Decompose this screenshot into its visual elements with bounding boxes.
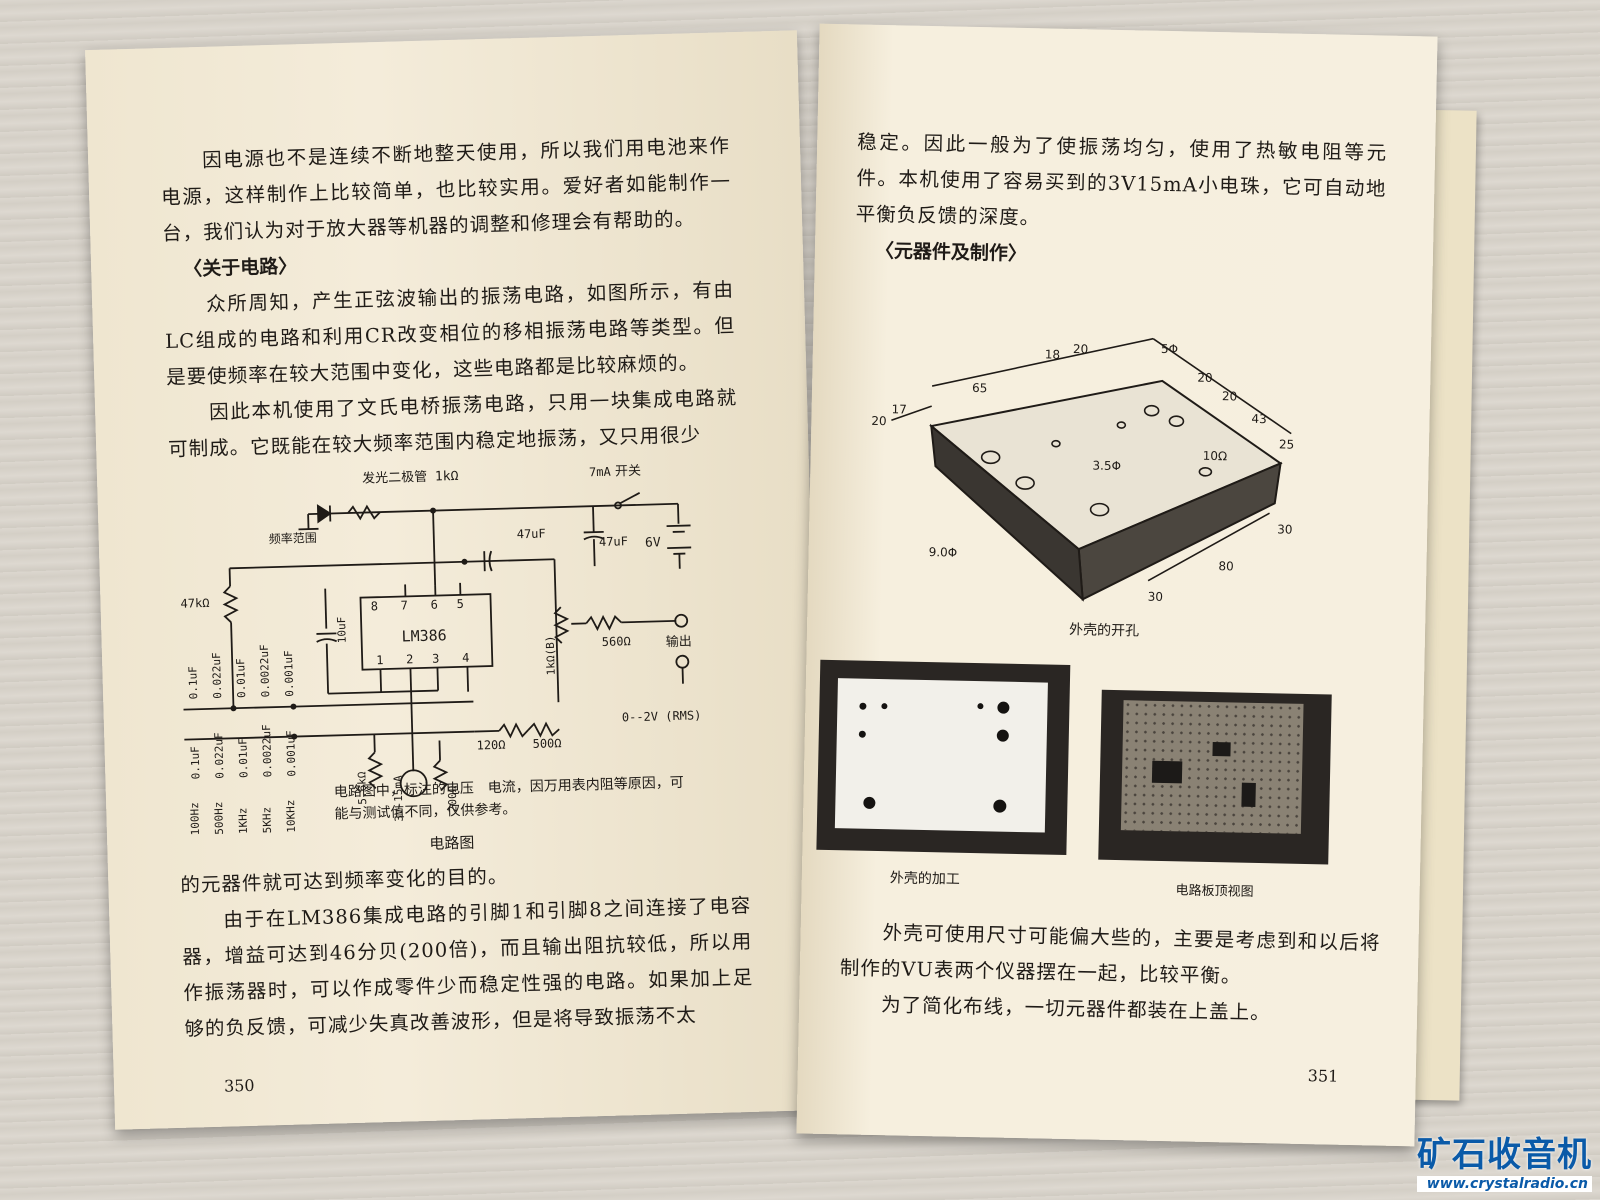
- pin-label: 7: [400, 598, 408, 612]
- paragraph: 众所周知，产生正弦波输出的振荡电路，如图所示，有由LC组成的电路和利用CR改变相…: [164, 278, 736, 390]
- dim-label: 80: [1218, 559, 1234, 573]
- pin-label: 1: [376, 653, 384, 667]
- bulb-label: 3V-15mA: [391, 775, 405, 822]
- r56-label: 5.6kΩ: [355, 771, 369, 805]
- paragraph: 外壳可使用尺寸可能偏大些的，主要是考虑到和以后将制作的VU表两个仪器摆在一起，比…: [839, 921, 1381, 988]
- dim-label: 10Ω: [1203, 449, 1228, 464]
- circuit-diagram: 发光二极管 1kΩ 7mA 开关 频率范围 47uF 47uF 6V 47kΩ …: [180, 464, 702, 836]
- dim-label: 25: [1279, 437, 1295, 451]
- dim-label: 43: [1251, 412, 1267, 426]
- cap-value-label: 0.1uF: [186, 666, 200, 699]
- pin-label: 4: [462, 651, 470, 665]
- right-page: 稳定。因此一般为了使振荡均匀，使用了热敏电阻等元件。本机使用了容易买到的3V15…: [796, 23, 1438, 1147]
- left-text-top: 因电源也不是连续不断地整天使用，所以我们用电池来作电源，这样制作上比较简单，也比…: [160, 128, 739, 468]
- pin-label: 3: [432, 651, 440, 665]
- watermark-brand: 矿石收音机: [1417, 1135, 1592, 1175]
- cap-value-label: 0.022uF: [210, 652, 224, 699]
- current-label: 7mA: [589, 465, 612, 480]
- drilled-panel: [834, 678, 1048, 833]
- page-number: 351: [1307, 1066, 1339, 1086]
- watermark-url: www.crystalradio.cn: [1417, 1176, 1592, 1192]
- circuit-caption: 电路图: [429, 833, 475, 853]
- r500-label: 500Ω: [532, 736, 561, 751]
- dim-label: 20: [871, 414, 887, 428]
- pin-label: 5: [456, 597, 464, 611]
- pin-label: 8: [371, 599, 379, 613]
- dim-label: 9.0Φ: [929, 545, 958, 560]
- cap-value-label: 0.01uF: [234, 658, 248, 698]
- voltage-label: 0--2V (RMS): [622, 708, 702, 724]
- freq-label: 10KHz: [284, 799, 298, 832]
- pin-label: 6: [430, 598, 438, 612]
- dim-label: 20: [1197, 371, 1213, 385]
- pot-label: 1kΩ(B): [544, 635, 558, 675]
- board-photo: [1098, 689, 1332, 865]
- cap-value-label: 0.0022uF: [258, 644, 272, 697]
- paragraph: 由于在LM386集成电路的引脚1和引脚8之间连接了电容器，增益可达到46分贝(2…: [182, 893, 754, 1041]
- right-text-bottom: 外壳可使用尺寸可能偏大些的，主要是考虑到和以后将制作的VU表两个仪器摆在一起，比…: [839, 914, 1381, 1033]
- dim-label: 18: [1045, 347, 1061, 361]
- left-text-bottom: 的元器件就可达到频率变化的目的。 由于在LM386集成电路的引脚1和引脚8之间连…: [180, 852, 755, 1048]
- r120-label: 120Ω: [476, 738, 505, 753]
- dim-label: 17: [891, 402, 907, 416]
- dim-label: 5Φ: [1161, 342, 1178, 356]
- paragraph: 稳定。因此一般为了使振荡均匀，使用了热敏电阻等元件。本机使用了容易买到的3V15…: [855, 130, 1388, 230]
- shell-caption: 外壳的开孔: [1068, 622, 1140, 640]
- cap10-label: 10uF: [335, 617, 349, 644]
- dim-label: 20: [1222, 389, 1238, 403]
- freq-label: 100Hz: [188, 802, 202, 835]
- freq-label: 1KHz: [236, 807, 250, 834]
- freq-label: 500Hz: [212, 801, 226, 834]
- shell-photo: [816, 659, 1071, 855]
- photo2-caption: 电路板顶视图: [1175, 883, 1254, 900]
- battery-label: 6V: [645, 535, 661, 550]
- dim-label: 3.5Φ: [1092, 458, 1121, 473]
- dim-label: 30: [1148, 590, 1164, 604]
- right-text-top: 稳定。因此一般为了使振荡均匀，使用了热敏电阻等元件。本机使用了容易买到的3V15…: [855, 124, 1388, 279]
- shell-drilling-diagram: 17 20 65 18 20 5Φ 20 20 43 25 10Ω 3.5Φ 3…: [871, 337, 1295, 604]
- cap-value-label: 0.01uF: [236, 738, 250, 778]
- cap-value-label: 0.022uF: [212, 732, 226, 779]
- watermark: 矿石收音机 www.crystalradio.cn: [1417, 1127, 1592, 1192]
- cap-value-label: 0.0022uF: [260, 724, 274, 777]
- switch-label: 开关: [615, 464, 641, 480]
- circuit-board: [1120, 700, 1304, 834]
- cap-value-labels: 0.1uF 0.022uF 0.01uF 0.0022uF 0.001uF 0.…: [186, 644, 298, 779]
- led-label: 发光二极管 1kΩ: [362, 468, 459, 487]
- page-number: 350: [223, 1075, 255, 1096]
- left-page: 因电源也不是连续不断地整天使用，所以我们用电池来作电源，这样制作上比较简单，也比…: [85, 30, 827, 1130]
- photo1-caption: 外壳的加工: [889, 870, 960, 888]
- pin-label: 2: [406, 652, 414, 666]
- frequency-labels: 100Hz 500Hz 1KHz 5KHz 10KHz: [188, 799, 298, 835]
- cap2-label: 47uF: [599, 534, 628, 549]
- r560-label: 560Ω: [602, 634, 631, 649]
- r200-label: 200Ω: [446, 785, 460, 812]
- cap-value-label: 0.001uF: [284, 730, 298, 777]
- range-label: 频率范围: [269, 530, 317, 546]
- dim-label: 65: [972, 381, 988, 395]
- dim-label: 20: [1073, 342, 1089, 356]
- output-label: 输出: [666, 633, 692, 650]
- freq-label: 5KHz: [260, 807, 274, 834]
- cap-value-label: 0.001uF: [282, 650, 296, 697]
- paragraph: 因电源也不是连续不断地整天使用，所以我们用电池来作电源，这样制作上比较简单，也比…: [160, 134, 732, 246]
- cap1-label: 47uF: [517, 526, 546, 541]
- ic-label: LM386: [401, 626, 447, 645]
- cap-value-label: 0.1uF: [189, 746, 203, 779]
- r47-label: 47kΩ: [180, 596, 209, 611]
- dim-label: 30: [1277, 522, 1293, 536]
